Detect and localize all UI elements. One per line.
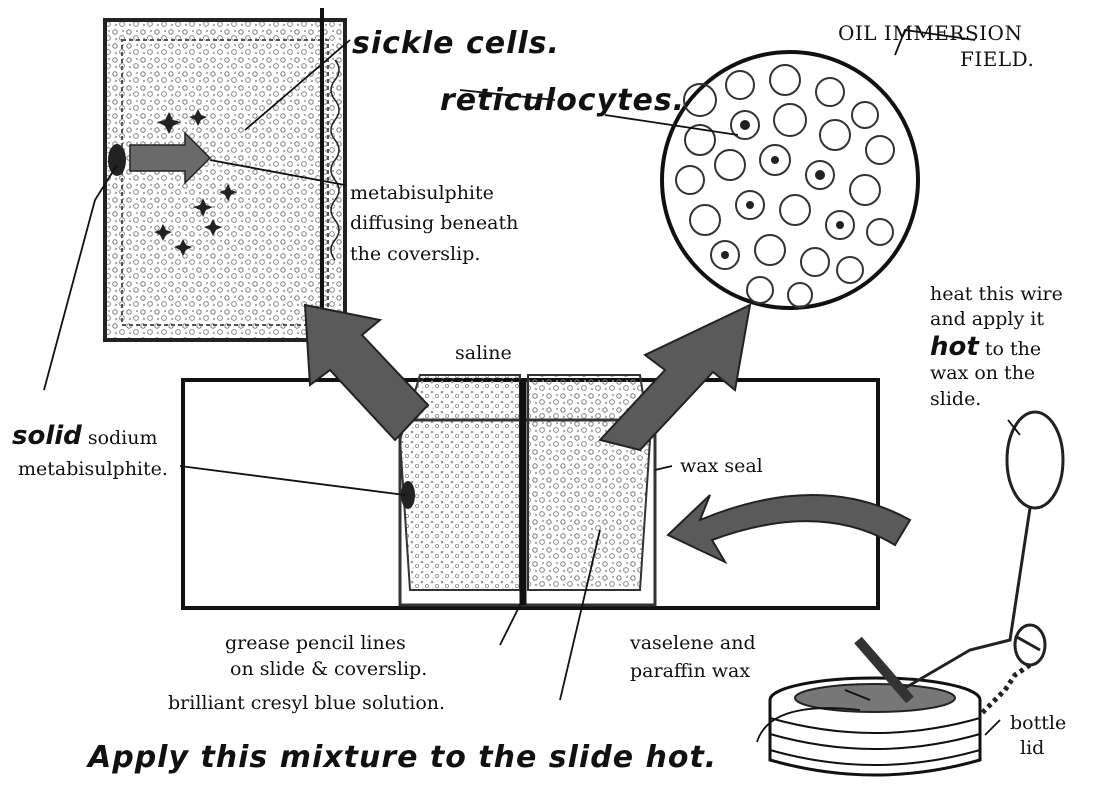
label-reticulocytes: reticulocytes. [440,85,685,117]
label-metabisulphite-1: metabisulphite [350,182,494,204]
solid-metabisulphite-crystal-small [108,144,126,176]
label-heat-hot: hot [930,332,979,362]
label-saline: saline [455,342,512,364]
label-apply-mixture: Apply this mixture to the slide hot. [88,742,717,774]
label-metabisulphite-3: the coverslip. [350,243,480,265]
label-solid: solid [12,421,82,451]
label-oil-immersion-1: OIL IMMERSION [838,22,1022,44]
heating-wire [858,412,1063,715]
label-heat-4: wax on the [930,362,1035,384]
oil-immersion-field [662,52,918,308]
label-heat-2: and apply it [930,308,1044,330]
label-metabisulphite-solid: metabisulphite. [18,458,168,480]
label-heat-3: to the [985,338,1041,360]
magnified-slide [105,8,345,340]
label-grease-1: grease pencil lines [225,632,406,654]
label-sickle-cells: sickle cells. [352,28,560,60]
microscope-slide [183,375,878,608]
label-heat-1: heat this wire [930,283,1063,305]
label-vaselene-1: vaselene and [630,632,756,654]
label-grease-2: on slide & coverslip. [230,658,427,680]
label-lid: lid [1020,737,1044,759]
label-wax-seal: wax seal [680,455,763,477]
label-metabisulphite-2: diffusing beneath [350,212,518,234]
label-vaselene-2: paraffin wax [630,660,750,682]
label-heat-5: slide. [930,388,981,410]
label-sodium: sodium [88,427,158,449]
bottle-lid [770,678,980,775]
label-bottle: bottle [1010,712,1066,734]
label-brilliant-cresyl: brilliant cresyl blue solution. [168,692,445,714]
label-oil-immersion-2: FIELD. [960,48,1034,70]
